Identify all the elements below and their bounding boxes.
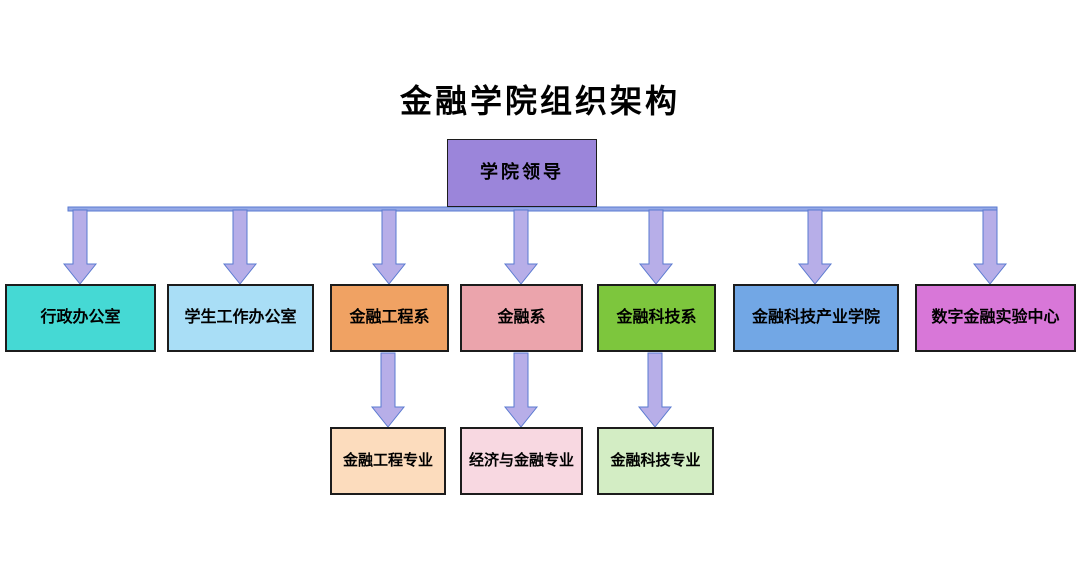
connector-arrow bbox=[222, 209, 258, 285]
node-financial-engineering-major: 金融工程专业 bbox=[330, 427, 446, 495]
connector-arrow bbox=[62, 209, 98, 285]
node-finance-dept: 金融系 bbox=[460, 284, 583, 352]
diagram-title: 金融学院组织架构 bbox=[399, 83, 680, 119]
node-fintech-industry-college: 金融科技产业学院 bbox=[733, 284, 899, 352]
node-college-leadership: 学院领导 bbox=[447, 139, 597, 207]
connector-arrow bbox=[370, 352, 406, 428]
horizontal-connector-line bbox=[67, 206, 998, 212]
node-economics-finance-major: 经济与金融专业 bbox=[460, 427, 583, 495]
node-administrative-office: 行政办公室 bbox=[5, 284, 156, 352]
connector-arrow bbox=[972, 209, 1008, 285]
node-financial-engineering-dept: 金融工程系 bbox=[330, 284, 449, 352]
connector-arrow bbox=[371, 209, 407, 285]
connector-arrow bbox=[637, 352, 673, 428]
connector-arrow bbox=[503, 209, 539, 285]
connector-arrow bbox=[503, 352, 539, 428]
node-student-affairs-office: 学生工作办公室 bbox=[167, 284, 314, 352]
node-digital-finance-lab: 数字金融实验中心 bbox=[915, 284, 1076, 352]
node-fintech-dept: 金融科技系 bbox=[597, 284, 716, 352]
connector-arrow bbox=[797, 209, 833, 285]
connector-arrow bbox=[638, 209, 674, 285]
node-fintech-major: 金融科技专业 bbox=[597, 427, 714, 495]
